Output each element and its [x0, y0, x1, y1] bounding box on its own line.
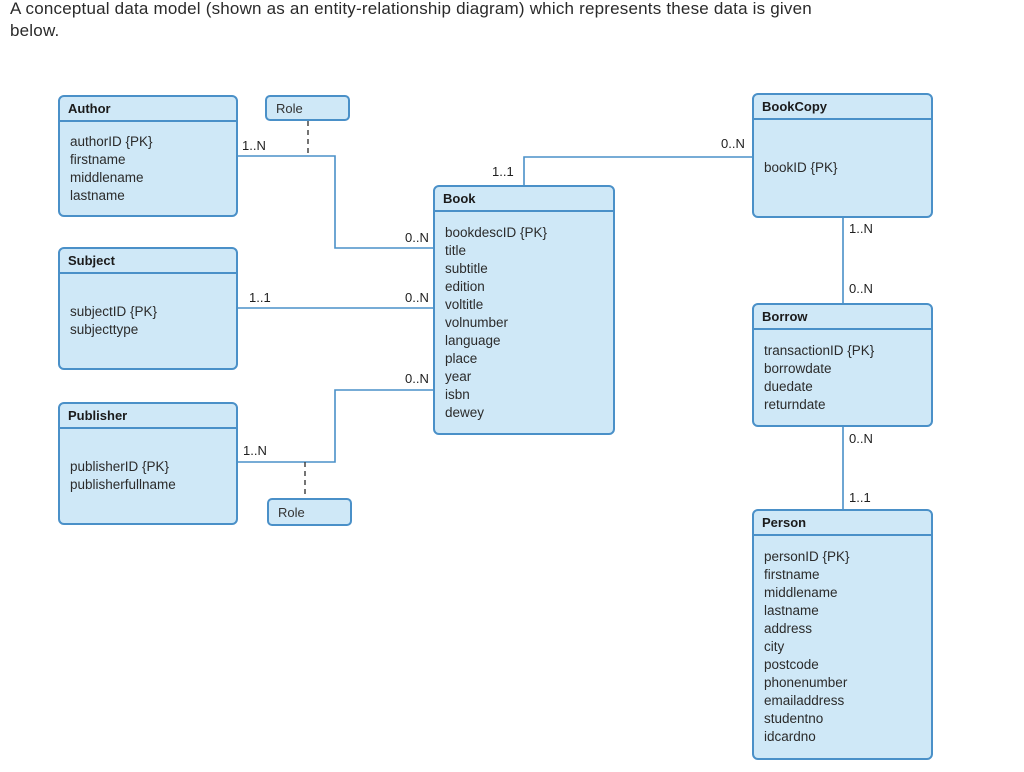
- entity-attribute: phonenumber: [764, 675, 848, 690]
- entity-author: Author authorID {PK} firstname middlename la…: [58, 95, 238, 217]
- entity-subject-attributes: subjectID {PK} subjecttype: [60, 274, 236, 368]
- connector-book-bookcopy-line: [523, 156, 752, 185]
- entity-subject: Subject subjectID {PK} subjecttype: [58, 247, 238, 370]
- entity-attribute: voltitle: [445, 296, 484, 312]
- entity-subject-title: Subject: [60, 249, 236, 274]
- entity-borrow: Borrow transactionID {PK} borrowdate duedat…: [752, 303, 933, 427]
- entity-book: Book bookdescID {PK} title subtitle edition v…: [433, 185, 615, 435]
- entity-attribute: city: [764, 639, 785, 654]
- cardinality-borrow-top: 0..N: [849, 281, 873, 296]
- entity-book-title: Book: [435, 187, 613, 212]
- entity-borrow-title: Borrow: [754, 305, 931, 330]
- entity-attribute: address: [764, 621, 813, 636]
- entity-attribute: postcode: [764, 657, 819, 672]
- cardinality-book-subject-side: 0..N: [405, 290, 429, 305]
- cardinality-author-side: 1..N: [242, 138, 266, 153]
- entity-attribute: firstname: [764, 567, 820, 582]
- role-author-box: Role: [265, 95, 350, 121]
- intro-line-1: A conceptual data model (shown as an ent…: [10, 0, 812, 18]
- entity-bookcopy-title: BookCopy: [754, 95, 931, 120]
- entity-attribute: studentno: [764, 711, 824, 726]
- entity-publisher: Publisher publisherID {PK} publisherfullna…: [58, 402, 238, 525]
- entity-person: Person personID {PK} firstname middlename la…: [752, 509, 933, 760]
- cardinality-borrow-bottom: 0..N: [849, 431, 873, 446]
- entity-book-attributes: bookdescID {PK} title subtitle edition volti…: [435, 212, 613, 433]
- entity-attribute: borrowdate: [764, 360, 832, 376]
- entity-bookcopy: BookCopy bookID {PK}: [752, 93, 933, 218]
- entity-attribute: place: [445, 350, 478, 366]
- entity-attribute: subjectID {PK}: [70, 304, 158, 319]
- entity-attribute: volnumber: [445, 314, 509, 330]
- entity-attribute: lastname: [764, 603, 819, 618]
- entity-attribute: lastname: [70, 187, 125, 203]
- intro-text: A conceptual data model (shown as an ent…: [10, 0, 1020, 42]
- entity-attribute: duedate: [764, 378, 813, 394]
- cardinality-person-top: 1..1: [849, 490, 871, 505]
- entity-attribute: bookdescID {PK}: [445, 224, 548, 240]
- cardinality-bookcopy-left-side: 0..N: [721, 136, 745, 151]
- entity-attribute: subjecttype: [70, 322, 139, 337]
- entity-attribute: subtitle: [445, 260, 488, 276]
- entity-attribute: authorID {PK}: [70, 133, 153, 149]
- entity-attribute: emailaddress: [764, 693, 845, 708]
- cardinality-subject-side: 1..1: [249, 290, 271, 305]
- entity-attribute: language: [445, 332, 501, 348]
- entity-publisher-title: Publisher: [60, 404, 236, 429]
- entity-attribute: firstname: [70, 151, 126, 167]
- entity-attribute: dewey: [445, 404, 485, 420]
- connector-author-book-line: [238, 155, 433, 249]
- entity-attribute: edition: [445, 278, 485, 294]
- entity-attribute: bookID {PK}: [764, 160, 838, 175]
- entity-attribute: middlename: [70, 169, 144, 185]
- entity-author-title: Author: [60, 97, 236, 122]
- entity-attribute: publisherID {PK}: [70, 459, 170, 474]
- entity-attribute: returndate: [764, 396, 826, 412]
- entity-attribute: publisherfullname: [70, 477, 176, 492]
- entity-attribute: year: [445, 368, 472, 384]
- cardinality-book-publisher-side: 0..N: [405, 371, 429, 386]
- entity-attribute: transactionID {PK}: [764, 342, 875, 358]
- entity-attribute: personID {PK}: [764, 549, 850, 564]
- role-publisher-box: Role: [267, 498, 352, 526]
- entity-attribute: idcardno: [764, 729, 816, 744]
- cardinality-bookcopy-bottom: 1..N: [849, 221, 873, 236]
- entity-author-attributes: authorID {PK} firstname middlename lastname: [60, 122, 236, 215]
- entity-person-title: Person: [754, 511, 931, 536]
- connector-publisher-book-line: [238, 389, 433, 463]
- entity-bookcopy-attributes: bookID {PK}: [754, 120, 931, 216]
- cardinality-book-top-side: 1..1: [492, 164, 514, 179]
- entity-attribute: middlename: [764, 585, 838, 600]
- entity-borrow-attributes: transactionID {PK} borrowdate duedate retur…: [754, 330, 931, 425]
- intro-line-2: below.: [10, 21, 60, 40]
- entity-attribute: title: [445, 242, 467, 258]
- entity-person-attributes: personID {PK} firstname middlename lastname…: [754, 536, 931, 758]
- cardinality-book-author-side: 0..N: [405, 230, 429, 245]
- entity-publisher-attributes: publisherID {PK} publisherfullname: [60, 429, 236, 523]
- entity-attribute: isbn: [445, 386, 470, 402]
- cardinality-publisher-side: 1..N: [243, 443, 267, 458]
